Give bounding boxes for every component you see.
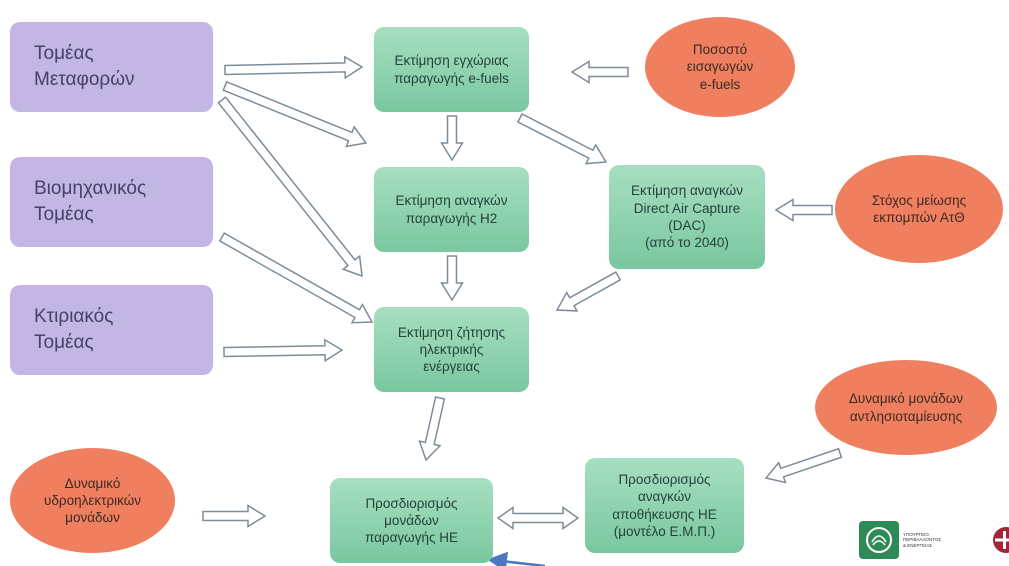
step-electricity-label: Εκτίμηση ζήτησης ηλεκτρικής ενέργειας	[397, 324, 506, 375]
step-generation-units: Προσδιορισμός μονάδων παραγωγής ΗΕ	[330, 478, 493, 563]
arrow-hydro-to-generation	[202, 504, 267, 528]
sector-transport: Τομέας Μεταφορών	[10, 22, 213, 112]
input-imports-label: Ποσοστό εισαγωγών e-fuels	[686, 42, 754, 92]
arrow-transport-to-h2	[222, 80, 368, 148]
arrow-generation-storage	[496, 506, 580, 530]
sector-buildings: Κτιριακός Τομέας	[10, 285, 213, 375]
step-generation-label: Προσδιορισμός μονάδων παραγωγής ΗΕ	[365, 495, 458, 546]
sector-buildings-label: Κτιριακός Τομέας	[34, 306, 114, 353]
input-hydro-label: Δυναμικό υδροηλεκτρικών μονάδων	[44, 475, 141, 526]
ministry-logo: ΥΠΟΥΡΓΕΙΟ ΠΕΡΙΒΑΛΛΟΝΤΟΣ & ΕΝΕΡΓΕΙΑΣ	[859, 520, 959, 560]
step-efuels-label: Εκτίμηση εγχώριας παραγωγής e-fuels	[394, 53, 509, 86]
arrow-electricity-to-generation	[418, 396, 446, 462]
arrow-transport-to-electricity	[217, 96, 363, 278]
step-electricity-demand: Εκτίμηση ζήτησης ηλεκτρικής ενέργειας	[374, 307, 529, 392]
ministry-emblem-icon	[859, 521, 899, 559]
step-dac-needs: Εκτίμηση αναγκών Direct Air Capture (DAC…	[609, 165, 765, 269]
ministry-logo-text: ΥΠΟΥΡΓΕΙΟ ΠΕΡΙΒΑΛΛΟΝΤΟΣ & ΕΝΕΡΓΕΙΑΣ	[903, 532, 942, 548]
arrow-transport-to-efuels	[224, 55, 364, 80]
input-ghg-target: Στόχος μείωσης εκπομπών ΑτΘ	[835, 155, 1003, 263]
arrow-efuels-to-h2	[440, 115, 464, 162]
input-hydro-potential: Δυναμικό υδροηλεκτρικών μονάδων	[10, 448, 175, 553]
sector-transport-label: Τομέας Μεταφορών	[34, 43, 135, 90]
arrow-ghg-to-dac	[774, 198, 833, 222]
step-h2-needs: Εκτίμηση αναγκών παραγωγής Η2	[374, 167, 529, 252]
sector-industrial-label: Βιομηχανικός Τομέας	[34, 178, 147, 225]
arrow-dac-to-electricity	[555, 271, 622, 312]
input-pumped-storage: Δυναμικό μονάδων αντλησιοταμίευσης	[815, 360, 997, 455]
input-pumped-label: Δυναμικό μονάδων αντλησιοταμίευσης	[848, 391, 964, 424]
arrow-buildings-to-electricity	[223, 338, 344, 363]
arrow-h2-to-electricity	[440, 255, 464, 302]
input-efuels-imports: Ποσοστό εισαγωγών e-fuels	[645, 17, 795, 117]
arrow-efuels-to-dac	[516, 112, 608, 165]
arrow-imports-to-efuels	[570, 60, 629, 84]
arrow-pumped-to-storage	[764, 447, 843, 484]
step-h2-label: Εκτίμηση αναγκών παραγωγής Η2	[395, 193, 508, 226]
step-storage-needs: Προσδιορισμός αναγκών αποθήκευσης ΗΕ (μο…	[585, 458, 744, 553]
step-efuels-production: Εκτίμηση εγχώριας παραγωγής e-fuels	[374, 27, 529, 112]
input-ghg-label: Στόχος μείωσης εκπομπών ΑτΘ	[871, 192, 967, 225]
partner-logo-icon	[993, 527, 1009, 553]
blue-arrow	[487, 551, 546, 566]
step-storage-label: Προσδιορισμός αναγκών αποθήκευσης ΗΕ (μο…	[612, 471, 717, 539]
sector-industrial: Βιομηχανικός Τομέας	[10, 157, 213, 247]
step-dac-label: Εκτίμηση αναγκών Direct Air Capture (DAC…	[631, 183, 743, 251]
arrow-industrial-to-electricity	[218, 232, 374, 324]
